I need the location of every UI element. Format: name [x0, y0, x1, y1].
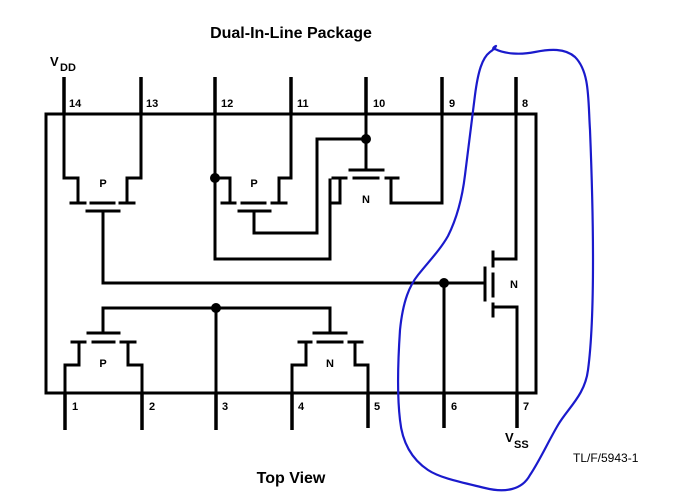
top-pin-numbers: 14 13 12 11 10 9 8 [69, 98, 528, 110]
transistor-q5-pmos: P [63, 306, 332, 395]
top-pins [62, 77, 518, 114]
svg-text:DD: DD [60, 62, 76, 74]
junction-dot [361, 134, 371, 144]
top-view-caption: Top View [257, 470, 326, 487]
junction-dot [211, 303, 221, 313]
transistor-type-label: P [99, 178, 106, 190]
transistor-q1-pmos: P [62, 112, 446, 285]
junction-dot [439, 278, 449, 288]
transistor-type-label: N [510, 279, 518, 291]
pin-number: 4 [298, 401, 305, 413]
pin-number: 12 [221, 98, 233, 110]
pin-number: 14 [69, 98, 82, 110]
package-outline [44, 112, 538, 395]
hand-drawn-annotation-loop [397, 44, 595, 492]
pin-number: 5 [374, 401, 380, 413]
svg-text:V: V [505, 430, 514, 445]
bottom-pins [63, 393, 519, 430]
pin-number: 2 [149, 401, 155, 413]
transistor-q4-nmos: N [442, 112, 519, 395]
transistor-type-label: N [326, 358, 334, 370]
pin-number: 11 [297, 98, 309, 110]
pin-number: 8 [522, 98, 528, 110]
transistor-type-label: N [362, 194, 370, 206]
pin-number: 7 [523, 401, 529, 413]
pin-number: 10 [373, 98, 385, 110]
diagram-title: Dual-In-Line Package [210, 25, 372, 42]
transistor-q3-nmos: N [328, 112, 444, 206]
pin-number: 6 [451, 401, 457, 413]
junction-dot [210, 173, 220, 183]
transistor-type-label: P [99, 358, 106, 370]
transistor-q6-nmos: N [290, 331, 370, 395]
pin-number: 3 [222, 401, 228, 413]
transistor-q2-pmos: P [213, 112, 368, 261]
pin-number: 9 [449, 98, 455, 110]
vdd-label: V DD [50, 54, 76, 74]
pin-number: 13 [146, 98, 158, 110]
bottom-pin-numbers: 1 2 3 4 5 6 7 [72, 401, 529, 413]
svg-text:V: V [50, 54, 59, 69]
transistor-type-label: P [250, 178, 257, 190]
pin-number: 1 [72, 401, 78, 413]
reference-code: TL/F/5943-1 [573, 451, 639, 465]
svg-text:SS: SS [514, 439, 529, 451]
vss-label: V SS [505, 430, 529, 451]
